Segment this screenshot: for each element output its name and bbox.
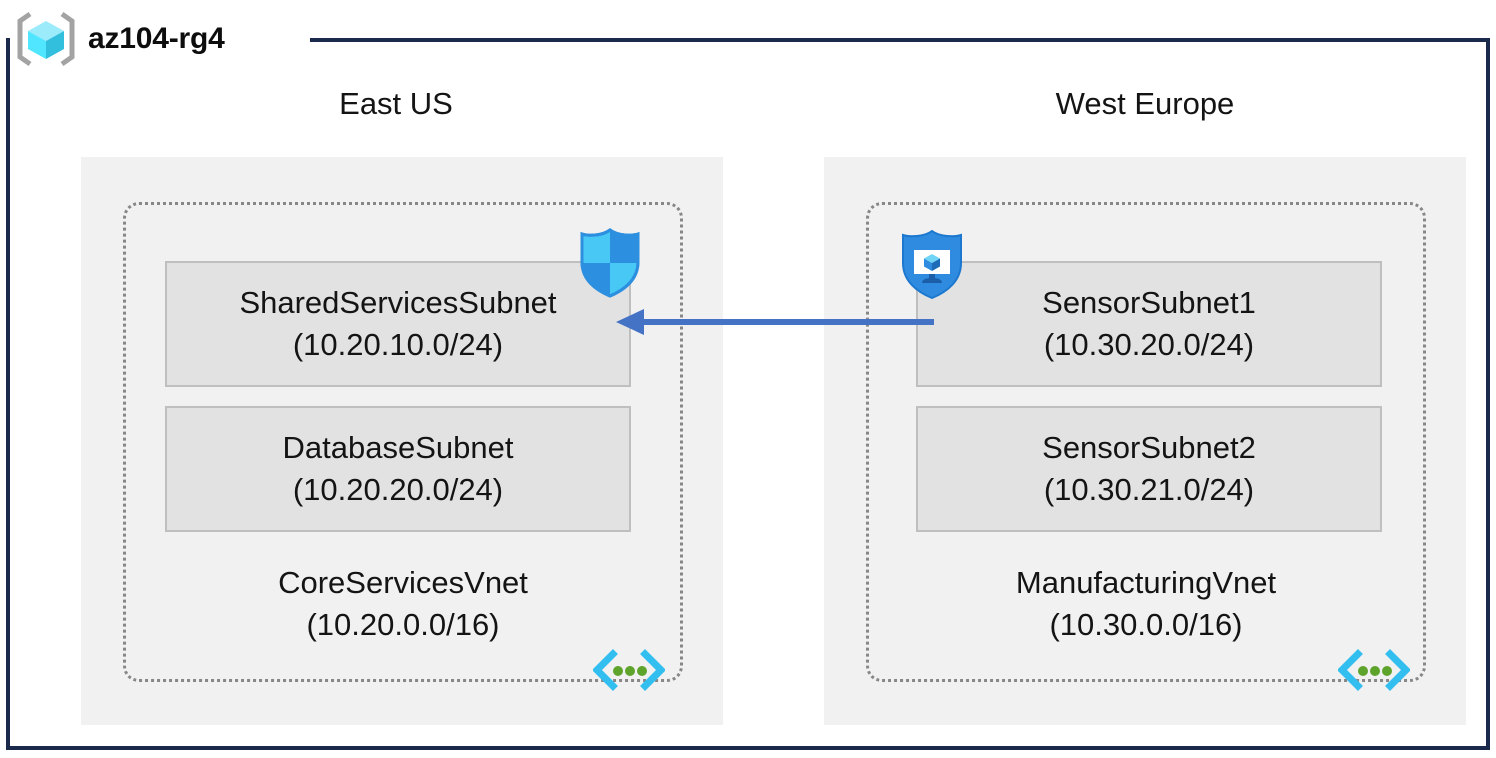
resource-group-frame [6, 38, 1490, 750]
vnet-name: ManufacturingVnet [1015, 565, 1277, 600]
vnet-manufacturing [866, 202, 1426, 682]
vnet-core-services [123, 202, 683, 682]
subnet-cidr: (10.20.10.0/24) [292, 327, 504, 362]
vnet-name: CoreServicesVnet [278, 565, 528, 600]
subnet-database[interactable]: DatabaseSubnet (10.20.20.0/24) [165, 406, 631, 532]
subnet-sensor-1[interactable]: SensorSubnet1 (10.30.20.0/24) [916, 261, 1382, 387]
subnet-cidr: (10.30.20.0/24) [1043, 327, 1255, 362]
vnet-label-core-services: CoreServicesVnet (10.20.0.0/16) [123, 562, 683, 646]
region-east-us: East US [75, 85, 717, 123]
subnet-sensor-2[interactable]: SensorSubnet2 (10.30.21.0/24) [916, 406, 1382, 532]
region-label: East US [339, 86, 453, 121]
resource-group-cube-icon [17, 11, 75, 67]
nsg-shield-icon[interactable] [578, 228, 642, 298]
vnet-peering-icon[interactable] [593, 648, 665, 692]
subnet-name: SharedServicesSubnet [239, 285, 557, 320]
subnet-cidr: (10.30.21.0/24) [1043, 472, 1255, 507]
resource-group-name: az104-rg4 [88, 22, 225, 55]
subnet-name: SensorSubnet2 [1042, 430, 1256, 465]
vnet-cidr: (10.20.0.0/16) [306, 607, 500, 642]
subnet-name: SensorSubnet1 [1042, 285, 1256, 320]
region-label: West Europe [1055, 86, 1235, 121]
subnet-shared-services[interactable]: SharedServicesSubnet (10.20.10.0/24) [165, 261, 631, 387]
vnet-peering-icon[interactable] [1338, 648, 1410, 692]
subnet-name: DatabaseSubnet [282, 430, 514, 465]
vnet-peering-arrow [616, 309, 934, 335]
application-security-group-icon[interactable] [898, 228, 966, 300]
region-west-europe: West Europe [824, 85, 1466, 123]
vnet-label-manufacturing: ManufacturingVnet (10.30.0.0/16) [866, 562, 1426, 646]
subnet-cidr: (10.20.20.0/24) [292, 472, 504, 507]
resource-group-title: az104-rg4 [14, 10, 225, 68]
vnet-cidr: (10.30.0.0/16) [1049, 607, 1243, 642]
